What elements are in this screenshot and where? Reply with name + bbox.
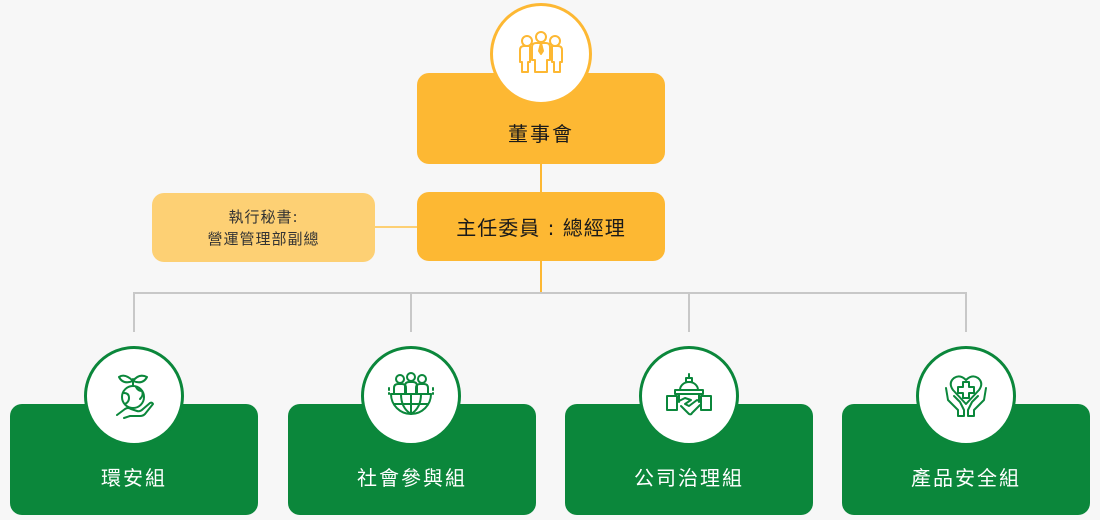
people-group-icon (519, 31, 563, 73)
group-node-environment-safety: 環安組 (10, 404, 258, 515)
people-globe-icon (388, 372, 434, 415)
group-label: 環安組 (101, 466, 167, 490)
board-to-manager-connector (540, 164, 542, 192)
group-drop-connector (410, 292, 412, 332)
earth-plant-hand-icon (116, 374, 154, 419)
secretary-connector (375, 226, 417, 228)
group-drop-connector (688, 292, 690, 332)
manager-to-groups-connector (540, 261, 542, 293)
group-icon-badge (639, 346, 739, 446)
secretary-title: 執行秘書: (228, 207, 299, 226)
group-icon-badge (361, 346, 461, 446)
group-icon-badge (84, 346, 184, 446)
manager-label: 主任委員 : 總經理 (456, 216, 626, 240)
group-node-product-safety: 產品安全組 (842, 404, 1090, 515)
group-label: 公司治理組 (634, 466, 744, 490)
board-label: 董事會 (508, 122, 574, 146)
board-icon-badge (490, 3, 592, 105)
chairman-general-manager-node: 主任委員 : 總經理 (417, 192, 665, 261)
group-drop-connector (965, 292, 967, 332)
group-label: 產品安全組 (911, 466, 1021, 490)
heart-cross-hands-icon (945, 375, 987, 417)
executive-secretary-node: 執行秘書: 營運管理部副總 (152, 193, 375, 262)
building-handshake-icon (666, 373, 712, 416)
group-icon-badge (916, 346, 1016, 446)
group-drop-connector (133, 292, 135, 332)
secretary-name: 營運管理部副總 (207, 229, 320, 248)
groups-horizontal-connector (133, 292, 967, 294)
group-label: 社會參與組 (357, 466, 467, 490)
